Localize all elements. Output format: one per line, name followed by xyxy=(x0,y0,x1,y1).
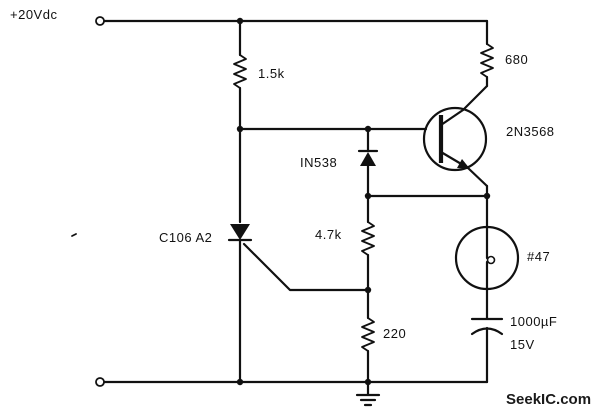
junction-dot xyxy=(236,378,244,386)
junction-dot xyxy=(236,17,244,25)
diode-label: IN538 xyxy=(300,155,337,170)
diode-in538 xyxy=(357,127,379,198)
r-collector-label: 680 xyxy=(505,52,528,67)
resistor-4-7k xyxy=(361,194,375,292)
r-top-label: 1.5k xyxy=(258,66,285,81)
ground-terminal xyxy=(95,377,105,387)
transistor-2n3568 xyxy=(422,106,489,198)
scr-label: C106 A2 xyxy=(159,230,212,245)
junction-dot xyxy=(364,378,372,386)
r-mid-label: 4.7k xyxy=(315,227,342,242)
resistor-220 xyxy=(361,288,375,396)
watermark: SeekIC.com xyxy=(506,391,591,408)
capacitor-value-label: 1000µF xyxy=(510,314,557,329)
capacitor-1000uf xyxy=(470,317,504,384)
supply-label: +20Vdc xyxy=(10,7,57,22)
ground-symbol xyxy=(355,393,381,407)
lamp-label: #47 xyxy=(527,249,550,264)
lamp-47 xyxy=(454,194,520,320)
resistor-1-5k xyxy=(233,19,247,131)
transistor-label: 2N3568 xyxy=(506,124,555,139)
stray-mark xyxy=(71,233,77,237)
resistor-680 xyxy=(461,19,494,112)
supply-terminal xyxy=(95,16,105,26)
r-bottom-label: 220 xyxy=(383,326,406,341)
capacitor-voltage-label: 15V xyxy=(510,337,535,352)
scr-c106a2 xyxy=(227,127,370,384)
